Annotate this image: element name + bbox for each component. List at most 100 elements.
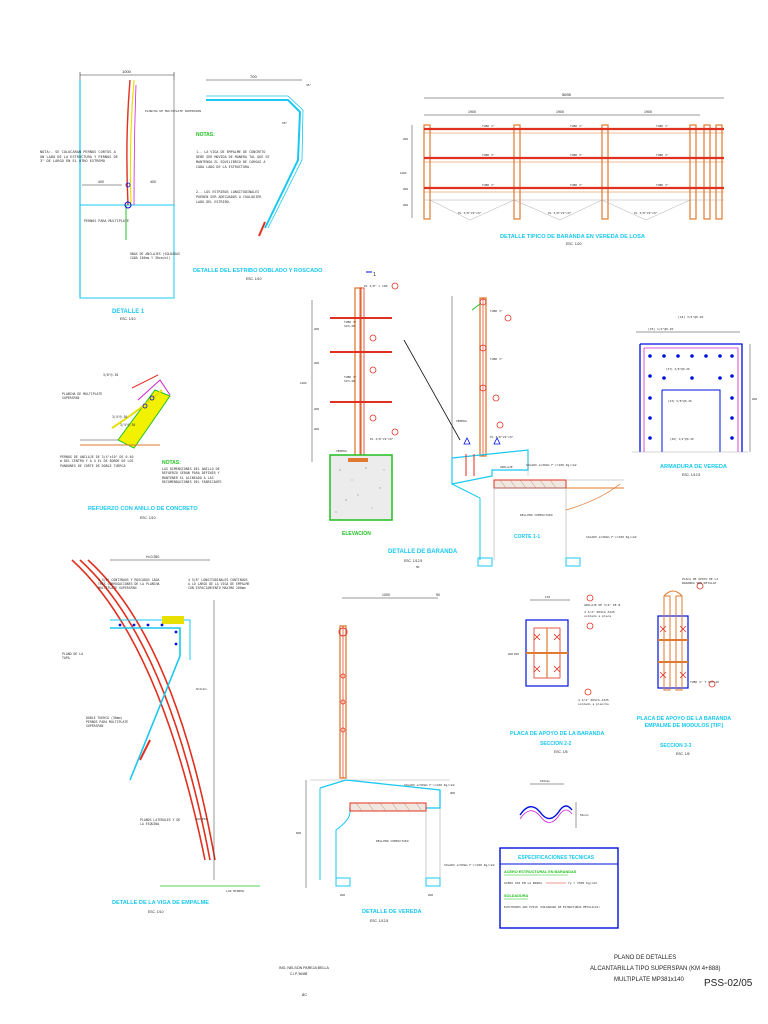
elevacion-pl-top: PL 3/8" x 100 [364,284,388,288]
estribo-nota2-box: 2.- LOS ESTRIBOS LONGITUDINALES PUEDEN S… [196,190,262,204]
viga-label-tapa: PLANO DE LA TAPA [62,652,84,661]
vereda-dim-h: 600 [296,831,301,835]
empalme-seccion: SECCION 3-3 [660,743,692,749]
elevacion-title: ELEVACION [342,531,371,537]
vereda-scale: ESC. 1/12.5 [370,919,388,923]
viga-base: LUZ MINIMA [226,889,244,893]
empalme-label1: PLACA DE APOYO DE LA BARANDA VER DETALLE [682,577,719,585]
refuerzo-nota-box: LAS DIMENSIONES DEL ANILLO DE REFUERZO S… [162,467,222,484]
elevacion-tubo-2: TUBO 3" [344,375,357,379]
specs-h2: SOLDADURA [504,894,529,898]
estribo-nota2: 2.- LOS ESTRIBOS LONGITUDINALES PUEDEN S… [196,190,262,204]
elevacion-dim-2: 1100 [300,381,307,385]
specs-t1b: fy = 2500 Kg/cm2 [568,881,597,885]
baranda-title: DETALLE DE BARANDA [388,549,458,555]
vereda-dim-r: 300 [450,791,455,795]
specs-t1: ACERO A36 EN LA BRIDA [504,881,542,885]
baranda-vereda-tubo-2: TUBO 3" [570,124,583,128]
detalle-viga-empalme: H=0.350 N=0.4m 3x0.25m LUZ MINIMA 4 5/8"… [62,555,260,914]
viga-dim-h2: 3x0.25m [196,817,208,821]
detalle-placa-empalme: PLACA DE APOYO DE LA BARANDA VER DETALLE… [636,577,732,756]
viga-tuerca-box: DOBLE TUERCA (30mm) PERNOS PARA MULTIPLA… [86,716,129,729]
viga-note1: 4 5/8" CONTINUOS Y ROSCADOS CADA TRES CO… [98,578,160,591]
baranda-solado2: SOLADO e=20mm F'c=100 Kg/cm2 [586,535,637,539]
vereda-solado: SOLADO e=50mm F'c=100 Kg/cm2 [404,783,455,787]
tb-sheet-code: PSS-02/05 [704,978,753,989]
vereda-dim-b2: 200 [428,893,433,897]
empalme-label1-box: PLACA DE APOYO DE LA BARANDA VER DETALLE [682,577,719,585]
detalle1-note1: NOTA:- SE COLOCARAN PERNOS CORTOS A UN L… [40,150,118,163]
refuerzo-notas-title: NOTAS: [162,460,181,466]
baranda-corte: CORTE 1-1 [514,534,540,540]
vereda-relleno: RELLENO COMPACTADO [376,839,409,843]
tb-line1: PLANO DE DETALLES [614,955,676,961]
refuerzo-bar2: 3/4"@.30 [112,415,127,419]
baranda-vereda-tubo-6: TUBO 3" [656,153,669,157]
detalle1-dim-left: 400 [98,180,104,184]
viga-note2: 4 5/8" LONGITUDINALES CONTINUOS A LO LAR… [188,578,250,591]
tb-line2: ALCANTARILLA TIPO SUPERSPAN (KM 4+888) [590,966,721,972]
specs-h1: ACERO ESTRUCTURAL EN BARANDAS [504,870,577,874]
vereda-dim-top: 1000 [382,593,390,597]
baranda-vereda-tubo-8: TUBO 3" [570,183,583,187]
empalme-title: PLACA DE APOYO DE LA BARANDA EMPALME DE … [636,716,732,729]
elevacion-sch-1: SCH-40 [344,324,355,328]
baranda-vereda-tubo-9: TUBO 3" [656,183,669,187]
tb-sheet-number: 8C [302,992,307,997]
tb-designer: ING. NELSON PAREJA BELLA [279,966,329,970]
refuerzo-label-mp: PLANCHA DE MULTIPLATE SUPERSPAN [62,392,103,400]
elevacion-sch-2: SCH-40 [344,379,355,383]
elevacion-dim-1: 200 [314,327,319,331]
baranda-vereda-span-2: 1900 [556,110,564,114]
svg-text:45°: 45° [306,83,312,87]
armadura-scale: ESC. 1/12.5 [682,473,700,477]
viga-dim-h1: N=0.4m [196,687,207,691]
detalle1-label-mp: PLANCHA DE MULTIPLATE SUPERSPAN [145,109,201,113]
specs-title: ESPECIFICACIONES TECNICAS [518,855,595,861]
detalle-armadura-vereda: [44] 3/4"@0.20 [45] 1/2"@0.20 [47] 3/8"@… [632,315,757,477]
placa-label2-box: 4 3/4" ROSCA A325 soldado a placa [584,610,615,618]
detalle-baranda-vereda: 5695 1900 1900 1900 200 1100 200 200 TU [400,92,724,246]
elevacion-tubo-1: TUBO 3" [344,320,357,324]
baranda-vereda-span-1: 1900 [468,110,476,114]
viga-label-tuerca: DOBLE TUERCA (30mm) PERNOS PARA MULTIPLA… [86,716,129,729]
detalle1-note3-box: UNAS DE ANCLAJES (SOLDADAS CADA 150mm Y … [130,252,180,260]
baranda-vereda-scale: ESC. 1/20 [566,242,582,246]
armadura-title: ARMADURA DE VEREDA [660,464,727,470]
baranda-vereda-tubo-5: TUBO 3" [570,153,583,157]
baranda-vereda-span-3: 1900 [644,110,652,114]
baranda-label-vereda: VEREDA [456,419,467,423]
armadura-bar-3: [47] 3/8"@0.20 [666,367,690,371]
detalle-estribo: 700 45° 90° NOTAS: 1.- LA VIGA DE EMPALM… [193,74,323,281]
detalle1-scale: ESC. 1/10 [120,317,136,321]
estribo-nota1-box: 1.- LA VIGA DE EMPALME DE CONCRETO DEBE … [196,150,270,169]
placa-seccion: SECCION 2-2 [540,741,572,747]
baranda-solado1: SOLADO e=20mm F'c=100 Kg/cm2 [526,463,577,467]
estribo-nota1: 1.- LA VIGA DE EMPALME DE CONCRETO DEBE … [196,150,270,169]
specs-t2: ELECTRODOS AWS E7018 (SOLDADURA DE ESTRU… [504,905,600,909]
placa-dim-top: 170 [545,595,550,599]
viga-label-lateral: PLANOS LATERALES Y DE LA ESQUINA [140,818,181,827]
empalme-label2: TUBO 3" Y SCH-40 [690,680,719,684]
detalle1-note3: UNAS DE ANCLAJES (SOLDADAS CADA 150mm Y … [130,252,180,260]
baranda-vereda-dim-l1: 200 [403,137,408,141]
baranda-vereda-tubo-1: TUBO 3" [482,124,495,128]
elevacion-dim-5: 200 [314,427,319,431]
empalme-scale: ESC. 1/5 [676,752,690,756]
wave-dim-top: 152mm [540,779,551,783]
empalme-title-box: PLACA DE APOYO DE LA BARANDA EMPALME DE … [636,716,732,729]
viga-tapa-box: PLANO DE LA TAPA [62,652,84,661]
viga-note1-box: 4 5/8" CONTINUOS Y ROSCADOS CADA TRES CO… [98,578,160,591]
viga-note2-box: 4 5/8" LONGITUDINALES CONTINUOS A LO LAR… [188,578,250,591]
elevacion-dim-4: 200 [314,407,319,411]
refuerzo-bar3: 3/4"@.30 [120,423,135,427]
estribo-dim-top: 700 [250,74,257,79]
refuerzo-note-ganchos: PERNOS DE ANCLAJE DE 3/4"x10" DE 0.40 m … [60,455,134,468]
vereda-dim-top2: 50 [436,593,440,597]
viga-scale: ESC. 1/10 [148,910,164,914]
detalle1-dim-top: 1000 [122,69,132,74]
baranda-vereda-pl-3: PL 3/8"x9"x9" [634,211,658,215]
elevacion-pl-base: PL 3/8"x9"x9" [370,437,394,441]
baranda-dim-bottom: 50 [416,565,420,569]
